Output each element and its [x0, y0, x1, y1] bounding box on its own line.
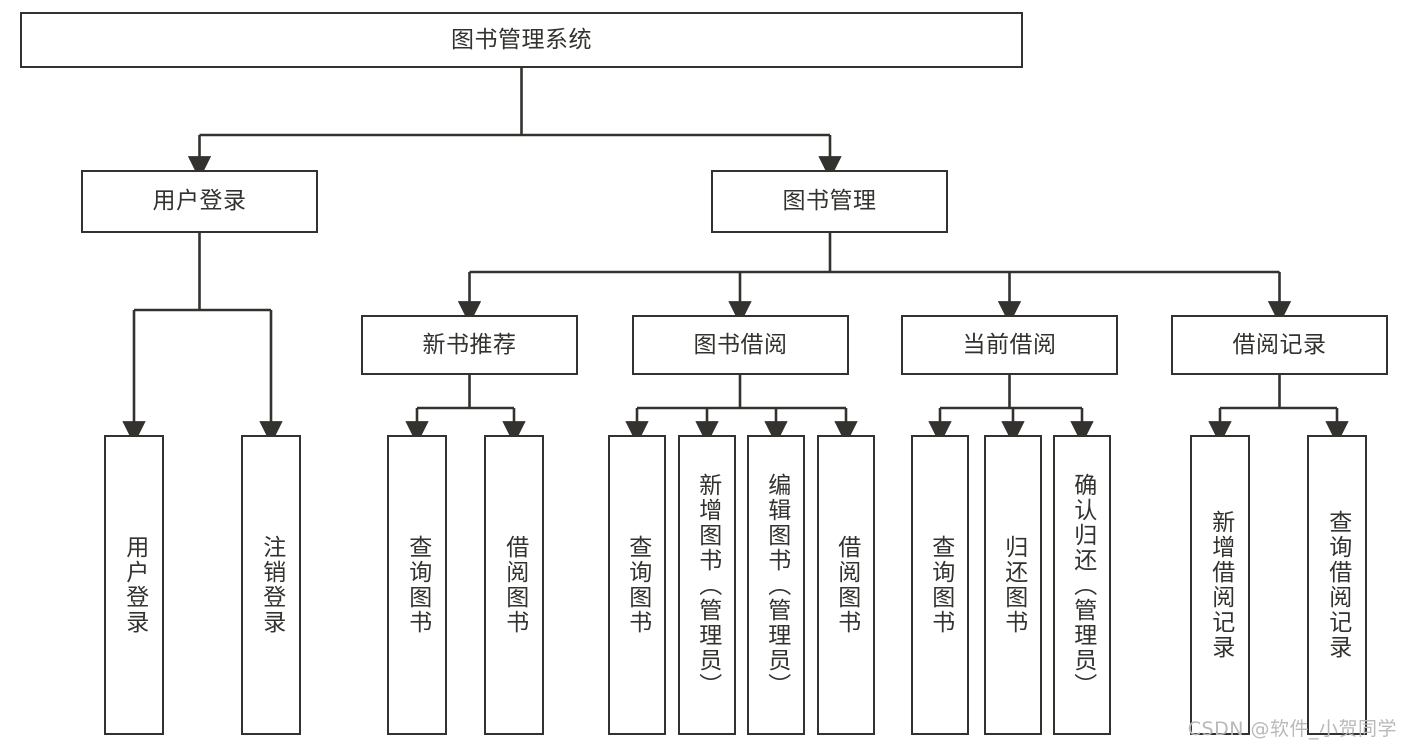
leaf-add-book-admin-label: 新增图书（管理员） [694, 472, 721, 698]
leaf-add-borrow-record-label: 新增借阅记录 [1207, 510, 1234, 660]
node-book-borrow[interactable]: 图书借阅 [632, 315, 849, 375]
node-root[interactable]: 图书管理系统 [20, 12, 1023, 68]
leaf-query-book-recommend[interactable]: 查询图书 [387, 435, 447, 735]
leaf-add-borrow-record[interactable]: 新增借阅记录 [1190, 435, 1250, 735]
node-new-book-recommend-label: 新书推荐 [422, 331, 517, 358]
leaf-borrow-book-recommend-label: 借阅图书 [501, 535, 528, 635]
leaf-user-login[interactable]: 用户登录 [104, 435, 164, 735]
leaf-query-borrow-record[interactable]: 查询借阅记录 [1307, 435, 1367, 735]
leaf-user-login-label: 用户登录 [121, 535, 148, 635]
leaf-user-logout-label: 注销登录 [258, 535, 285, 635]
node-borrow-record[interactable]: 借阅记录 [1171, 315, 1388, 375]
csdn-watermark: CSDN @软件_小贺同学 [1187, 718, 1397, 740]
leaf-query-book-recommend-label: 查询图书 [404, 535, 431, 635]
leaf-add-book-admin[interactable]: 新增图书（管理员） [678, 435, 736, 735]
node-user-login-label: 用户登录 [152, 188, 247, 215]
leaf-confirm-return-admin[interactable]: 确认归还（管理员） [1053, 435, 1111, 735]
node-root-label: 图书管理系统 [451, 26, 592, 53]
leaf-user-logout[interactable]: 注销登录 [241, 435, 301, 735]
node-user-login[interactable]: 用户登录 [81, 170, 318, 233]
leaf-query-book-current[interactable]: 查询图书 [911, 435, 969, 735]
leaf-query-borrow-record-label: 查询借阅记录 [1324, 510, 1351, 660]
leaf-confirm-return-admin-label: 确认归还（管理员） [1069, 472, 1096, 698]
leaf-return-book[interactable]: 归还图书 [984, 435, 1042, 735]
node-book-borrow-label: 图书借阅 [693, 331, 788, 358]
node-current-borrow[interactable]: 当前借阅 [901, 315, 1118, 375]
leaf-query-book-borrow-label: 查询图书 [624, 535, 651, 635]
leaf-borrow-book-label: 借阅图书 [833, 535, 860, 635]
node-book-manage[interactable]: 图书管理 [711, 170, 948, 233]
node-new-book-recommend[interactable]: 新书推荐 [361, 315, 578, 375]
leaf-return-book-label: 归还图书 [1000, 535, 1027, 635]
leaf-query-book-borrow[interactable]: 查询图书 [608, 435, 666, 735]
leaf-query-book-current-label: 查询图书 [927, 535, 954, 635]
leaf-edit-book-admin-label: 编辑图书（管理员） [763, 472, 790, 698]
node-current-borrow-label: 当前借阅 [962, 331, 1057, 358]
leaf-edit-book-admin[interactable]: 编辑图书（管理员） [747, 435, 805, 735]
leaf-borrow-book-recommend[interactable]: 借阅图书 [484, 435, 544, 735]
node-book-manage-label: 图书管理 [782, 188, 877, 215]
node-borrow-record-label: 借阅记录 [1232, 331, 1327, 358]
leaf-borrow-book[interactable]: 借阅图书 [817, 435, 875, 735]
